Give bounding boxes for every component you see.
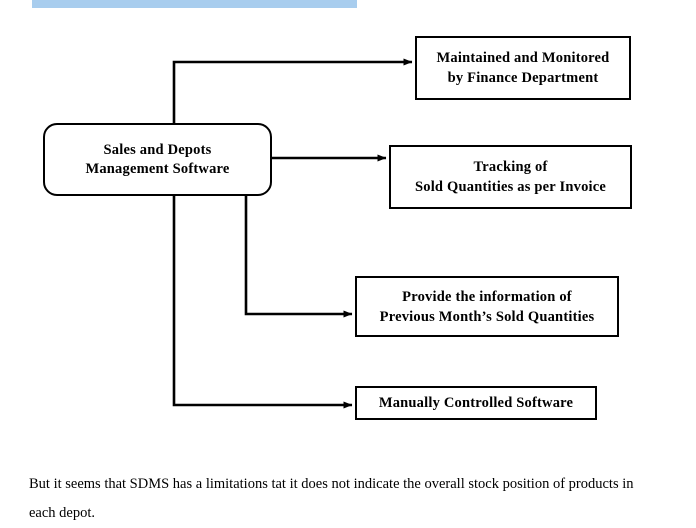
node-tracking-of-sold-quantities-as-per-invoice[interactable]: Tracking of Sold Quantities as per Invoi… bbox=[389, 145, 632, 209]
node-label-line-2: by Finance Department bbox=[447, 70, 599, 86]
node-label-line-2: Previous Month’s Sold Quantities bbox=[379, 308, 595, 325]
node-provide-the-information-of-previous-months-sold-quantities[interactable]: Provide the information of Previous Mont… bbox=[355, 276, 619, 337]
node-label-line-1: Manually Controlled Software bbox=[378, 395, 574, 411]
node-maintained-and-monitored-by-finance-department[interactable]: Maintained and Monitored by Finance Depa… bbox=[415, 36, 631, 100]
node-label-line-1: Maintained and Monitored bbox=[436, 50, 610, 66]
node-label-line-1: Sales and Depots bbox=[103, 141, 212, 158]
connector-to-node-1 bbox=[172, 58, 413, 124]
node-sales-and-depots-management-software[interactable]: Sales and Depots Management Software bbox=[43, 123, 272, 196]
node-label-line-2: Sold Quantities as per Invoice bbox=[414, 179, 607, 195]
top-accent-bar bbox=[32, 0, 357, 8]
connector-to-node-3 bbox=[244, 195, 353, 318]
node-label-line-1: Tracking of bbox=[473, 159, 548, 175]
node-manually-controlled-software[interactable]: Manually Controlled Software bbox=[355, 386, 597, 420]
node-label-line-2: Management Software bbox=[85, 160, 230, 177]
node-label-line-1: Provide the information of bbox=[402, 288, 572, 305]
connector-to-node-4 bbox=[172, 195, 353, 409]
caption-text: But it seems that SDMS has a limitations… bbox=[29, 476, 634, 521]
